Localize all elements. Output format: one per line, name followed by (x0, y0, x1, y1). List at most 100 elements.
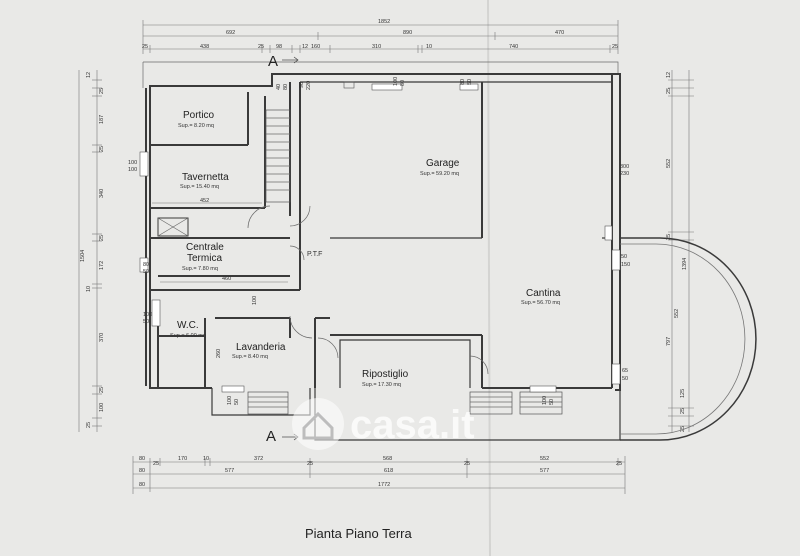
house-icon (302, 411, 334, 440)
dim-bottom-row1: 25 (616, 461, 622, 467)
dim-left: 370 (99, 333, 105, 342)
dim-left: 172 (99, 261, 105, 270)
dim-tav-width: 452 (200, 198, 209, 204)
dim-bottom-opening: 50 (234, 399, 240, 405)
dim-bottom-row1: 25 (307, 461, 313, 467)
dim-bottom-row1: 10 (203, 456, 209, 462)
dim-opening: 100 (128, 160, 137, 166)
dim-stair: 90 (299, 82, 305, 88)
dim-left: 10 (86, 286, 92, 292)
dim-left: 25 (99, 387, 105, 393)
dim-bottom-row1: 80 (139, 456, 145, 462)
dim-right: 552 (666, 159, 672, 168)
dim-left: 340 (99, 189, 105, 198)
dim-bottom-row1: 170 (178, 456, 187, 462)
dim-left: 187 (99, 115, 105, 124)
room-name-lavanderia: Lavanderia (236, 342, 286, 353)
dim-left: 25 (99, 235, 105, 241)
dim-right: 25 (666, 234, 672, 240)
dim-left: 100 (99, 403, 105, 412)
dim-top-detail: 25 (142, 44, 148, 50)
dim-top-row: 890 (403, 30, 412, 36)
dim-right: 25 (680, 408, 686, 414)
dim-opening: 100 (143, 312, 152, 318)
dim-bottom-opening: 100 (227, 396, 233, 405)
room-area-portico: Sup.= 8.20 mq (178, 123, 214, 129)
room-area-ripostiglio: Sup.= 17.30 mq (362, 382, 401, 388)
dim-lav-height: 260 (216, 349, 222, 358)
dim-top-row: 470 (555, 30, 564, 36)
dim-top-total: 1852 (378, 19, 390, 25)
room-name-wc: W.C. (177, 320, 199, 331)
paper-fold (487, 0, 491, 556)
dim-bottom-row1: 25 (464, 461, 470, 467)
dim-bottom-row2: 618 (384, 468, 393, 474)
dim-opening: 300 (620, 164, 629, 170)
dim-bottom-opening: 50 (549, 399, 555, 405)
dim-top-opening: 80 (400, 80, 406, 86)
dim-bottom-row1: 25 (153, 461, 159, 467)
dim-left: 25 (86, 422, 92, 428)
dim-bottom-total: 1772 (378, 482, 390, 488)
dim-top-row: 692 (226, 30, 235, 36)
room-name-tavernetta: Tavernetta (182, 172, 229, 183)
dim-right: 797 (666, 337, 672, 346)
dim-lav-gap: 100 (252, 296, 258, 305)
dim-top-detail: 740 (509, 44, 518, 50)
room-area-wc: Sup.= 6.00 mq (170, 333, 206, 339)
bottom-dimensions: 80 25 170 10 372 25 568 25 552 25 80 577… (132, 456, 626, 494)
dim-opening: 50 (143, 269, 149, 275)
section-mark-top: A (268, 53, 278, 70)
section-mark-bottom: A (266, 428, 276, 445)
room-name-garage: Garage (426, 158, 460, 169)
dim-top-detail: 10 (426, 44, 432, 50)
dim-opening: 50 (621, 254, 627, 260)
plan-title: Pianta Piano Terra (305, 526, 412, 541)
dim-bottom-row2: 577 (225, 468, 234, 474)
dim-bottom-row2: 80 (139, 468, 145, 474)
dim-top-detail: 12 (302, 44, 308, 50)
dim-top-opening: 50 (467, 79, 473, 85)
dim-opening: 150 (621, 262, 630, 268)
dim-left: 25 (99, 88, 105, 94)
inner-dimensions: 452 460 100 100 80 50 100 50 300 230 50 … (128, 77, 630, 405)
dim-opening: 80 (143, 262, 149, 268)
dim-bottom-total-left: 80 (139, 482, 145, 488)
dim-top-opening: 80 (460, 79, 466, 85)
dim-bottom-row1: 552 (540, 456, 549, 462)
dim-stair: 80 (283, 84, 289, 90)
dim-top-opening: 100 (393, 77, 399, 86)
dim-top-detail: 438 (200, 44, 209, 50)
section-markers: A A (266, 53, 299, 445)
stairs (139, 81, 621, 415)
dim-opening: 65 (622, 368, 628, 374)
dim-top-detail: 310 (372, 44, 381, 50)
dim-bottom-opening: 100 (542, 396, 548, 405)
dim-right: 125 (680, 389, 686, 398)
dim-top-detail: 98 (276, 44, 282, 50)
dim-stair: 220 (306, 81, 312, 90)
dim-right: 25 (666, 88, 672, 94)
watermark: casa.it (292, 398, 475, 450)
dim-bottom-row2: 577 (540, 468, 549, 474)
room-area-lavanderia: Sup.= 8.40 mq (232, 354, 268, 360)
dim-top-detail: 25 (258, 44, 264, 50)
dim-opening: 50 (622, 376, 628, 382)
left-dimensions: 12 25 187 25 340 25 172 10 370 25 100 25… (78, 70, 105, 432)
dim-left: 25 (99, 146, 105, 152)
room-name-cantina: Cantina (526, 288, 561, 299)
room-area-tavernetta: Sup.= 15.40 mq (180, 184, 219, 190)
room-name-centrale-termica: Centrale Termica (186, 242, 227, 264)
room-area-centrale-termica: Sup.= 7.80 mq (182, 266, 218, 272)
room-name-portico: Portico (183, 110, 215, 121)
dim-top-detail: 25 (612, 44, 618, 50)
dim-ct-width: 460 (222, 276, 231, 282)
dim-left-total: 1504 (80, 250, 86, 262)
dim-opening: 230 (620, 171, 629, 177)
dim-right: 12 (666, 72, 672, 78)
dim-top-detail: 160 (311, 44, 320, 50)
room-area-garage: Sup.= 59.20 mq (420, 171, 459, 177)
room-name-ripostiglio: Ripostiglio (362, 369, 409, 380)
watermark-logo-icon (292, 398, 344, 450)
